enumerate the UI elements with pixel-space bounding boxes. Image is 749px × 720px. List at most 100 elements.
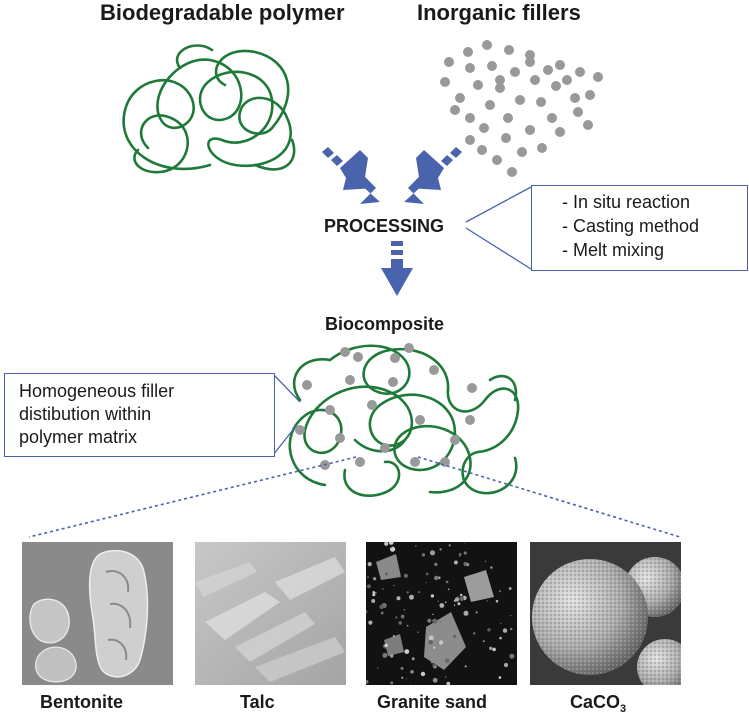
- granite-grain: [437, 600, 439, 602]
- filler-particle: [463, 47, 473, 57]
- granite-grain: [463, 562, 468, 566]
- granite-grain: [425, 572, 429, 576]
- filler-particle: [501, 133, 511, 143]
- granite-grain: [490, 566, 493, 569]
- filler-particle: [573, 107, 583, 117]
- caco3-subscript: 3: [620, 703, 627, 715]
- granite-grain: [406, 624, 409, 627]
- granite-grain: [463, 551, 467, 555]
- embedded-filler-particle: [335, 433, 345, 443]
- granite-grain: [495, 599, 499, 603]
- granite-grain: [400, 666, 404, 670]
- filler-particle: [492, 155, 502, 165]
- granite-grain: [489, 646, 493, 650]
- granite-grain: [434, 575, 439, 581]
- embedded-filler-particle: [390, 353, 400, 363]
- granite-grain: [509, 653, 515, 659]
- embedded-filler-particle: [467, 383, 477, 393]
- granite-grain: [510, 615, 512, 617]
- filler-particle: [504, 45, 514, 55]
- granite-grain: [453, 634, 457, 639]
- granite-grain: [429, 550, 436, 556]
- granite-grain: [404, 649, 410, 654]
- granite-grain: [382, 652, 388, 658]
- filler-particle: [477, 145, 487, 155]
- granite-grain: [392, 635, 395, 637]
- polymer-to-processing-arrow: [322, 147, 380, 204]
- granite-grain: [380, 611, 384, 615]
- note-line: Homogeneous filler: [19, 381, 175, 401]
- granite-grain: [421, 553, 425, 557]
- filler-particle: [570, 93, 580, 103]
- granite-grain: [463, 610, 469, 616]
- method-item: - In situ reaction: [562, 192, 691, 212]
- filler-particle: [562, 75, 572, 85]
- filler-particle: [517, 147, 527, 157]
- filler-particle: [450, 105, 460, 115]
- embedded-filler-particle: [415, 415, 425, 425]
- filler-particle: [444, 57, 454, 67]
- granite-grain: [366, 610, 368, 614]
- talc-micrograph: [195, 542, 346, 685]
- granite-grain: [433, 646, 436, 649]
- granite-grain: [446, 681, 451, 685]
- filler-particle: [465, 135, 475, 145]
- granite-grain: [409, 594, 414, 600]
- embedded-filler-particle: [380, 443, 390, 453]
- granite-grain: [486, 600, 488, 602]
- granite-grain: [403, 573, 408, 578]
- granite-grain: [439, 603, 445, 608]
- filler-particle: [537, 143, 547, 153]
- granite-grain: [432, 618, 438, 624]
- granite-grain: [389, 654, 394, 658]
- granite-grain: [464, 665, 467, 668]
- granite-sand-micrograph: [366, 542, 517, 685]
- embedded-filler-particle: [367, 400, 377, 410]
- granite-grain: [430, 660, 434, 664]
- filler-particle: [473, 80, 483, 90]
- biocomposite-label: Biocomposite: [325, 314, 445, 334]
- embedded-filler-particle: [295, 425, 305, 435]
- granite-grain: [432, 677, 438, 683]
- filler-particle: [465, 113, 475, 123]
- granite-grain: [377, 561, 380, 564]
- filler-particle: [547, 113, 557, 123]
- filler-particles-icon: [440, 40, 603, 177]
- granite-grain: [393, 584, 395, 587]
- granite-grain: [390, 546, 393, 548]
- granite-grain: [379, 604, 384, 609]
- granite-grain: [453, 560, 458, 565]
- granite-grain: [464, 542, 466, 544]
- dispersion-note-box: Homogeneous filler distibution within po…: [4, 373, 275, 457]
- granite-grain: [439, 548, 442, 551]
- granite-grain: [438, 640, 444, 645]
- note-connector: [272, 373, 301, 456]
- filler-particle: [495, 83, 505, 93]
- method-item: - Casting method: [562, 216, 700, 236]
- bentonite-micrograph: [22, 542, 173, 685]
- granite-grain: [406, 591, 409, 594]
- granite-grain: [498, 676, 502, 679]
- granite-grain: [371, 599, 376, 603]
- filler-particle: [575, 67, 585, 77]
- granite-grain: [418, 591, 420, 593]
- filler-particle: [440, 77, 450, 87]
- filler-particle: [455, 93, 465, 103]
- filler-particle: [536, 97, 546, 107]
- filler-particle: [482, 40, 492, 50]
- granite-grain: [457, 596, 459, 598]
- method-item: - Melt mixing: [562, 240, 665, 260]
- filler-particle: [525, 57, 535, 67]
- granite-grain: [510, 627, 513, 631]
- granite-grain: [458, 552, 462, 556]
- filler-particle: [487, 61, 497, 71]
- note-line: distibution within: [19, 404, 152, 424]
- biocomposite-coil-icon: [288, 343, 520, 498]
- polymer-label: Biodegradable polymer: [100, 0, 345, 25]
- embedded-filler-particle: [353, 352, 363, 362]
- granite-grain: [492, 647, 496, 652]
- granite-grain: [410, 684, 411, 685]
- granite-grain: [459, 596, 465, 602]
- granite-grain: [475, 611, 478, 614]
